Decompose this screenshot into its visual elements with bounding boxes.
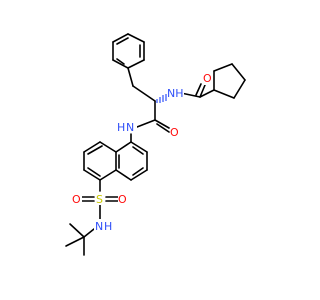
carbonyl-oxygen-bond-2	[195, 83, 202, 96]
nh-carbonyl-bond	[180, 92, 201, 98]
atom-h-sulfonamide: H	[104, 220, 112, 233]
naphthalene	[83, 141, 148, 181]
atom-n-sulfonamide: N	[95, 220, 103, 233]
carbonyl-oxygen-bond-1	[199, 84, 206, 98]
tert-butyl	[65, 223, 85, 256]
carbonyl-n-bond	[136, 119, 156, 128]
cyclopentane-ring	[213, 63, 246, 99]
molecule-diagram: NH O H N O S O O N H	[65, 33, 246, 256]
ch2-alpha-bond	[132, 85, 156, 102]
atom-o-sulfonyl-left: O	[72, 193, 81, 206]
atom-nh-top: NH	[167, 87, 184, 100]
amide-oxygen-bond-1	[154, 119, 170, 129]
n-tbutyl-bond	[83, 228, 95, 238]
atom-sulfur: S	[96, 193, 103, 206]
atom-labels: NH O H N O S O O N H	[72, 72, 212, 233]
atom-o-mid: O	[170, 126, 179, 139]
amide-oxygen-bond-2	[156, 123, 170, 133]
atom-n-anilide: N	[126, 121, 134, 134]
molecule-structure: NH O H N O S O O N H	[65, 33, 246, 256]
atom-o-top: O	[203, 72, 212, 85]
atom-h-anilide: H	[117, 121, 125, 134]
phenyl-ring	[112, 33, 145, 69]
atom-o-sulfonyl-right: O	[118, 193, 127, 206]
stereo-hash-bond	[156, 94, 167, 103]
carbonyl-ring-bond	[199, 89, 215, 98]
benzyl-bond	[127, 67, 134, 87]
